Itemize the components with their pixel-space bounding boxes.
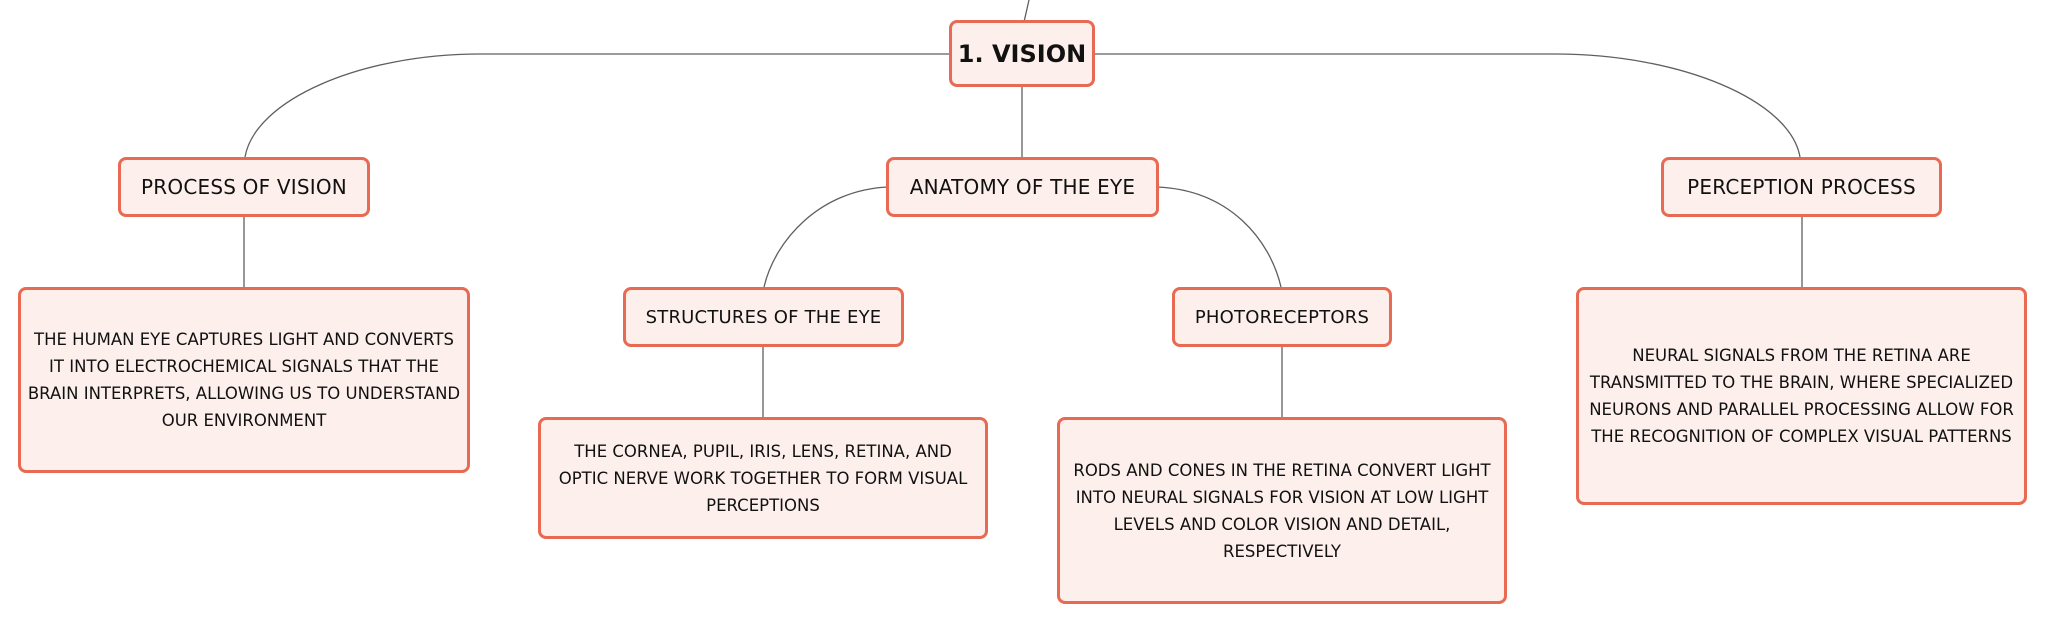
topic-anatomy-of-the-eye[interactable]: ANATOMY OF THE EYE [886, 157, 1159, 217]
description-process-of-vision-text: THE HUMAN EYE CAPTURES LIGHT AND CONVERT… [27, 330, 461, 430]
description-process-of-vision[interactable]: THE HUMAN EYE CAPTURES LIGHT AND CONVERT… [18, 287, 470, 473]
topic-perception-process[interactable]: PERCEPTION PROCESS [1661, 157, 1942, 217]
connector-anatomy-to-structures [763, 186, 889, 288]
topic-process-of-vision[interactable]: PROCESS OF VISION [118, 157, 370, 217]
connector-parent-to-root [1023, 0, 1030, 23]
topic-process-of-vision-label: PROCESS OF VISION [141, 175, 347, 199]
root-node-label: 1. VISION [957, 39, 1087, 68]
connector-root-to-process [244, 53, 949, 158]
subtopic-structures-of-the-eye[interactable]: STRUCTURES OF THE EYE [623, 287, 904, 347]
description-perception-process[interactable]: NEURAL SIGNALS FROM THE RETINA ARE TRANS… [1576, 287, 2027, 505]
description-structures-of-the-eye[interactable]: THE CORNEA, PUPIL, IRIS, LENS, RETINA, A… [538, 417, 988, 539]
subtopic-photoreceptors-label: PHOTORECEPTORS [1194, 306, 1370, 328]
description-perception-process-text: NEURAL SIGNALS FROM THE RETINA ARE TRANS… [1589, 346, 2014, 446]
description-photoreceptors[interactable]: RODS AND CONES IN THE RETINA CONVERT LIG… [1057, 417, 1507, 604]
root-node[interactable]: 1. VISION [949, 20, 1095, 87]
topic-anatomy-of-the-eye-label: ANATOMY OF THE EYE [909, 175, 1136, 199]
connector-root-to-perception [1095, 53, 1801, 158]
subtopic-structures-of-the-eye-label: STRUCTURES OF THE EYE [645, 306, 882, 328]
description-structures-of-the-eye-text: THE CORNEA, PUPIL, IRIS, LENS, RETINA, A… [558, 441, 968, 515]
subtopic-photoreceptors[interactable]: PHOTORECEPTORS [1172, 287, 1392, 347]
topic-perception-process-label: PERCEPTION PROCESS [1687, 175, 1916, 199]
connector-anatomy-to-photoreceptors [1156, 186, 1282, 288]
description-photoreceptors-text: RODS AND CONES IN THE RETINA CONVERT LIG… [1073, 460, 1491, 561]
